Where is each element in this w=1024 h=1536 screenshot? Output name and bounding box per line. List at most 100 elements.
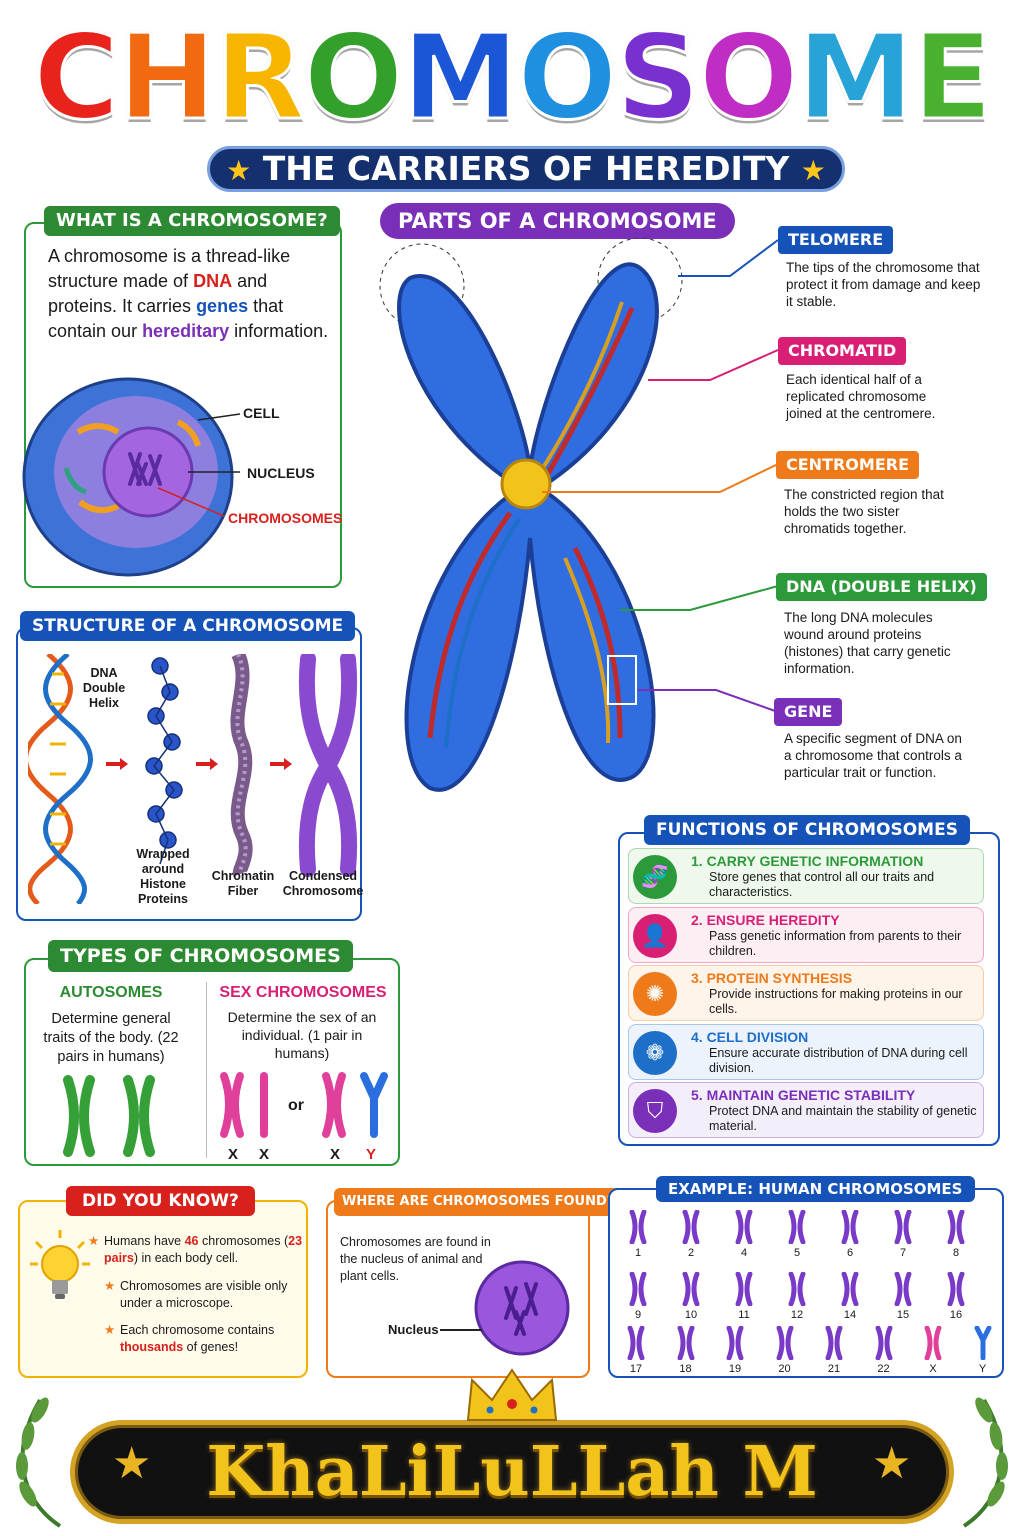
karyotype-number: 5 [793, 1247, 801, 1259]
telomere-desc: The tips of the chromosome that protect … [786, 260, 981, 309]
karyotype-chromosome [974, 1326, 991, 1360]
callout-lines [542, 239, 779, 713]
main-title: CHROMOSOME [0, 11, 1024, 144]
function-desc: Store genes that control all our traits … [709, 870, 935, 899]
karyotype-chromosome [894, 1272, 912, 1306]
crown-icon [466, 1368, 558, 1421]
karyotype-chromosome [629, 1272, 647, 1306]
gene-tag: GENE [774, 698, 843, 726]
function-desc: Ensure accurate distribution of DNA duri… [709, 1045, 968, 1075]
title-letter: S [614, 8, 702, 146]
subtitle-banner: ★ THE CARRIERS OF HEREDITY ★ [207, 146, 845, 192]
fact-3: ★Each chromosome contains thousands of g… [104, 1323, 275, 1354]
title-letter: O [302, 8, 405, 146]
function-title: 2. ENSURE HEREDITY [691, 911, 840, 928]
shield-icon: ⛉ [633, 1089, 677, 1133]
where-header: WHERE ARE CHROMOSOMES FOUND? [334, 1188, 623, 1216]
centromere-desc: The constricted region that holds the tw… [784, 487, 944, 536]
karyotype-chromosome [682, 1272, 700, 1306]
title-letter: O [697, 8, 800, 146]
function-title: 3. PROTEIN SYNTHESIS [691, 970, 853, 986]
banner-name: KhaLiLuLLah M [206, 1432, 818, 1512]
karyotype-chromosome [825, 1326, 843, 1360]
where-desc: Chromosomes are found in the nucleus of … [340, 1235, 491, 1283]
protein-icon: ✺ [633, 972, 677, 1016]
sex-chromosomes-illustration [220, 1072, 388, 1138]
karyotype-number: 20 [778, 1363, 791, 1375]
dna-helix-label: DNA Double Helix [82, 666, 126, 710]
x-label-1: X [228, 1146, 239, 1163]
function-title: 4. CELL DIVISION [691, 1028, 809, 1045]
banner-star-left-icon: ★ [112, 1439, 152, 1488]
did-you-know-header: DID YOU KNOW? [66, 1186, 255, 1216]
nucleus-label: NUCLEUS [247, 465, 315, 481]
karyotype-number: 15 [896, 1309, 910, 1321]
chromatid-tag: CHROMATID [778, 337, 907, 365]
laurel-left-icon [16, 1397, 62, 1528]
types-header: TYPES OF CHROMOSOMES [48, 940, 353, 972]
karyotype-chromosome [726, 1326, 744, 1360]
star-bullet-icon: ★ [104, 1279, 116, 1293]
karyotype-chromosome [677, 1326, 694, 1360]
subtitle-text: THE CARRIERS OF HEREDITY [262, 149, 790, 188]
karyotype-chromosome [788, 1210, 806, 1244]
nucleus-illustration [474, 1260, 570, 1356]
karyotype-number: 18 [679, 1363, 692, 1375]
functions-header: FUNCTIONS OF CHROMOSOMES [644, 815, 970, 845]
autosomes-desc: Determine general traits of the body. (2… [43, 1011, 179, 1065]
karyotype-number: 1 [634, 1247, 642, 1259]
step-chromatin-label: Chromatin Fiber [211, 869, 275, 898]
dna-icon: 🧬 [633, 855, 677, 899]
karyotype-number: 4 [740, 1247, 748, 1259]
title-letter: M [400, 8, 520, 146]
nucleus-caption: Nucleus [388, 1322, 439, 1337]
function-desc: Pass genetic information from parents to… [709, 928, 962, 958]
karyotype-number: 21 [827, 1363, 841, 1375]
star-icon: ★ [800, 154, 826, 187]
star-bullet-icon: ★ [104, 1323, 116, 1337]
chromosome-illustration [379, 238, 683, 792]
karyotype-chromosome [875, 1326, 892, 1360]
parts-header: PARTS OF A CHROMOSOME [380, 203, 735, 239]
chromatid-desc: Each identical half of a replicated chro… [786, 372, 936, 421]
nucleus-pointer [440, 1329, 482, 1331]
dna-helix-tag: DNA (DOUBLE HELIX) [776, 573, 987, 601]
chromosomes-label: CHROMOSOMES [228, 510, 343, 526]
karyotype-number: 10 [684, 1309, 698, 1321]
karyotype-chromosome [894, 1210, 912, 1244]
x-label-3: X [330, 1146, 341, 1163]
step-condensed-label: Condensed Chromosome [282, 869, 364, 898]
title-letter: E [911, 8, 995, 146]
karyotype-chromosome [947, 1210, 965, 1244]
karyotype-number: 14 [843, 1309, 857, 1321]
laurel-right-icon [962, 1397, 1008, 1528]
karyotype-number: 16 [949, 1309, 963, 1321]
name-banner [70, 1420, 954, 1524]
karyotype-chromosome [627, 1326, 645, 1360]
karyotype-chromosome [841, 1210, 859, 1244]
centromere-tag: CENTROMERE [776, 451, 919, 479]
karyotype-number: X [929, 1363, 937, 1375]
karyotype-number: 2 [687, 1247, 695, 1259]
example-header: EXAMPLE: HUMAN CHROMOSOMES [656, 1176, 975, 1202]
title-letter: H [116, 8, 218, 146]
banner-star-right-icon: ★ [872, 1439, 912, 1488]
karyotype-chromosome [788, 1272, 806, 1306]
karyotype-chromosome [735, 1210, 753, 1244]
karyotype-chromosome [682, 1210, 700, 1244]
karyotype-chromosome [947, 1272, 965, 1306]
title-letter: O [516, 8, 619, 146]
star-icon: ★ [226, 154, 252, 187]
karyotype-number: 8 [952, 1247, 960, 1259]
karyotype-chromosome [776, 1326, 793, 1360]
gene-desc: A specific segment of DNA on a chromosom… [784, 731, 962, 780]
what-is-header: WHAT IS A CHROMOSOME? [44, 206, 340, 236]
karyotype-number: 22 [877, 1363, 890, 1375]
function-title: 5. MAINTAIN GENETIC STABILITY [691, 1087, 916, 1103]
karyotype-chromosome [735, 1272, 753, 1306]
title-letter: R [213, 8, 307, 146]
fact-2: ★Chromosomes are visible only under a mi… [104, 1279, 288, 1310]
